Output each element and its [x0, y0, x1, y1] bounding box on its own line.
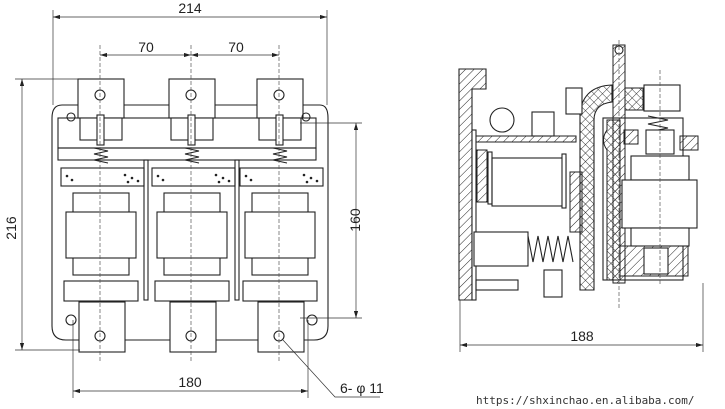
pole-1-coil	[65, 211, 137, 259]
pole-1-contact-stem	[96, 114, 105, 146]
housing-outline	[51, 104, 329, 341]
pole-2-dot	[217, 180, 221, 184]
front-dimensions: 214 70 70 216 160 180 6- φ 11	[3, 0, 384, 398]
pole-2-dot	[156, 174, 160, 178]
pole-3-bottom-terminal	[257, 301, 305, 353]
mount-hole-top-left	[66, 112, 76, 122]
pole-3-contact-stem	[275, 114, 284, 146]
mount-hole-bottom-left	[65, 314, 77, 326]
dim-holes: 6- φ 11	[340, 380, 384, 396]
pole-1-dot	[70, 178, 74, 182]
watermark: https://shxinchao.en.alibaba.com/	[476, 394, 695, 407]
pole-3-coil	[244, 211, 316, 259]
side-view: 188	[458, 40, 704, 352]
pole-3-contact-block	[239, 167, 324, 187]
pole-3-dot	[305, 180, 309, 184]
pole-1-dot	[136, 179, 140, 183]
pole-3-spring	[272, 147, 288, 164]
pole-3-dot	[315, 179, 319, 183]
pole-1-dot	[65, 174, 69, 178]
pole-2-top-terminal	[168, 78, 216, 119]
dim-mount-height: 160	[347, 208, 363, 232]
mount-hole-top-right	[301, 112, 311, 122]
pole-2-dot	[221, 176, 225, 180]
dim-pole-spacing-right: 70	[228, 39, 244, 55]
dim-pole-spacing-left: 70	[138, 39, 154, 55]
dim-mount-width: 180	[178, 374, 202, 390]
pole-2-contact-stem	[187, 114, 196, 146]
pole-3-dot	[249, 178, 253, 182]
pole-1-dot	[130, 176, 134, 180]
pole-2-bottom-terminal	[169, 301, 217, 353]
pole-3-armature	[242, 280, 318, 302]
dim-depth: 188	[570, 328, 594, 344]
pole-3-dot	[302, 173, 306, 177]
pole-1-divider	[143, 159, 149, 301]
pole-2-dot	[214, 173, 218, 177]
pole-1-armature	[63, 280, 139, 302]
mount-hole-bottom-right	[306, 314, 318, 326]
pole-2-armature	[154, 280, 230, 302]
dim-overall-width: 214	[178, 0, 202, 16]
dim-overall-height: 216	[3, 216, 19, 240]
pole-2-spring	[184, 147, 200, 164]
front-view	[51, 45, 329, 362]
pole-3-dot	[244, 174, 248, 178]
pole-3-top-terminal	[256, 78, 304, 119]
pole-2-coil	[156, 211, 228, 259]
pole-1-spring	[93, 147, 109, 164]
pole-2-dot	[161, 178, 165, 182]
pole-1-dot	[123, 173, 127, 177]
pole-3-dot	[309, 176, 313, 180]
poles	[60, 45, 324, 362]
pole-2-divider	[234, 159, 240, 301]
pole-1-bottom-terminal	[78, 301, 126, 353]
pole-2-dot	[227, 179, 231, 183]
pole-1-top-terminal	[77, 78, 125, 119]
pole-1-dot	[126, 180, 130, 184]
